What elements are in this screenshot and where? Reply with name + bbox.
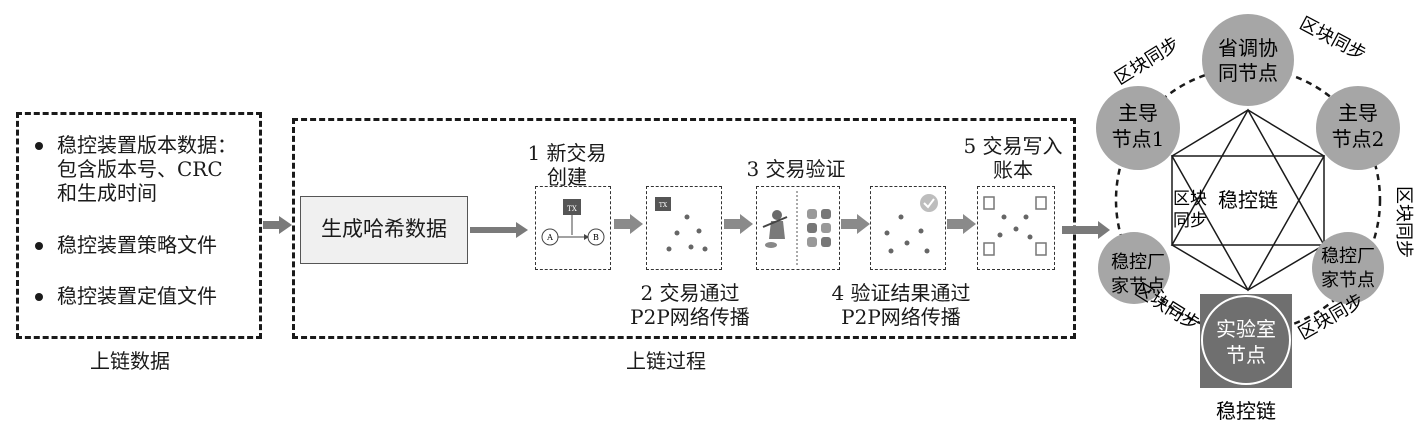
step-5-label: 5 交易写入 账本 bbox=[963, 134, 1063, 182]
svg-text:区块同步: 区块同步 bbox=[1393, 186, 1414, 258]
svg-text:区块同步: 区块同步 bbox=[1131, 279, 1203, 335]
svg-text:节点1: 节点1 bbox=[1112, 127, 1165, 151]
svg-text:省调协: 省调协 bbox=[1218, 36, 1278, 60]
step-3-label: 3 交易验证 bbox=[746, 157, 846, 181]
svg-text:实验室: 实验室 bbox=[1216, 317, 1276, 341]
arrow-icon bbox=[470, 222, 528, 238]
hexagram-down bbox=[1170, 155, 1326, 292]
bullet-icon bbox=[35, 293, 43, 301]
svg-text:稳控厂: 稳控厂 bbox=[1111, 252, 1165, 273]
node-left-upper bbox=[1096, 86, 1180, 170]
svg-text:稳控链: 稳控链 bbox=[1218, 188, 1278, 212]
arrow-icon bbox=[263, 216, 292, 234]
node-bottom-box bbox=[1200, 294, 1292, 388]
svg-text:区块: 区块 bbox=[1173, 189, 1207, 209]
node-right-lower bbox=[1312, 232, 1384, 304]
node-bottom bbox=[1201, 295, 1291, 385]
chain-data-title: 上链数据 bbox=[90, 349, 170, 373]
svg-text:主导: 主导 bbox=[1338, 101, 1378, 125]
miner-icon bbox=[762, 191, 831, 265]
chain-data-box: 稳控装置版本数据： 包含版本号、CRC 和生成时间 稳控装置策略文件 稳控装置定… bbox=[16, 112, 262, 339]
transaction-icon: TX A B bbox=[541, 199, 605, 246]
arrow-icon bbox=[614, 214, 643, 234]
hexagon bbox=[1171, 109, 1325, 291]
step-2-image: TX bbox=[646, 186, 722, 270]
hash-box-label: 生成哈希数据 bbox=[321, 217, 447, 241]
svg-text:同节点: 同节点 bbox=[1218, 61, 1278, 85]
bullet-icon bbox=[35, 242, 43, 250]
ledger-icon bbox=[983, 196, 1047, 256]
svg-text:节点2: 节点2 bbox=[1332, 127, 1385, 151]
step-4-label: 4 验证结果通过 P2P网络传播 bbox=[831, 281, 971, 329]
list-item-text: 稳控装置策略文件 bbox=[57, 233, 217, 257]
list-item-text: 稳控装置版本数据： 包含版本号、CRC 和生成时间 bbox=[57, 133, 237, 205]
arrow-icon bbox=[841, 214, 870, 234]
svg-text:节点: 节点 bbox=[1226, 343, 1266, 367]
node-right-upper bbox=[1316, 86, 1400, 170]
svg-text:区块同步: 区块同步 bbox=[1111, 33, 1183, 89]
svg-text:稳控链: 稳控链 bbox=[1216, 399, 1276, 423]
hexagram-up bbox=[1170, 108, 1326, 246]
svg-text:主导: 主导 bbox=[1118, 101, 1158, 125]
step-2-label: 2 交易通过 P2P网络传播 bbox=[630, 281, 750, 329]
step-4-image bbox=[870, 186, 946, 270]
network-icon: TX bbox=[655, 197, 708, 252]
list-item-text: 稳控装置定值文件 bbox=[57, 284, 217, 308]
node-top bbox=[1202, 14, 1294, 106]
step-3-image bbox=[756, 186, 840, 270]
bullet-icon bbox=[35, 142, 43, 150]
svg-text:A: A bbox=[546, 233, 553, 242]
checkmark-icon bbox=[884, 194, 938, 254]
svg-text:TX: TX bbox=[567, 205, 577, 213]
step-5-image bbox=[977, 186, 1055, 270]
step-1-label: 1 新交易 创建 bbox=[527, 141, 607, 189]
arrow-icon bbox=[1062, 221, 1110, 239]
blockchain-network-diagram: 省调协 同节点 主导 节点1 主导 节点2 稳控厂 家节点 稳控厂 家节点 实验… bbox=[1096, 13, 1414, 423]
svg-text:稳控厂: 稳控厂 bbox=[1321, 246, 1375, 267]
chain-process-title: 上链过程 bbox=[626, 349, 706, 373]
svg-text:家节点: 家节点 bbox=[1321, 270, 1375, 291]
svg-text:B: B bbox=[593, 233, 599, 242]
arrow-icon bbox=[947, 214, 976, 234]
step-1-image: TX A B bbox=[535, 186, 611, 270]
hash-box: 生成哈希数据 bbox=[300, 196, 468, 264]
svg-text:家节点: 家节点 bbox=[1111, 276, 1165, 297]
arrow-icon bbox=[724, 214, 753, 234]
svg-text:TX: TX bbox=[659, 202, 668, 209]
svg-text:区块同步: 区块同步 bbox=[1296, 13, 1369, 65]
node-left-lower bbox=[1098, 232, 1170, 304]
svg-text:同步: 同步 bbox=[1173, 211, 1207, 231]
